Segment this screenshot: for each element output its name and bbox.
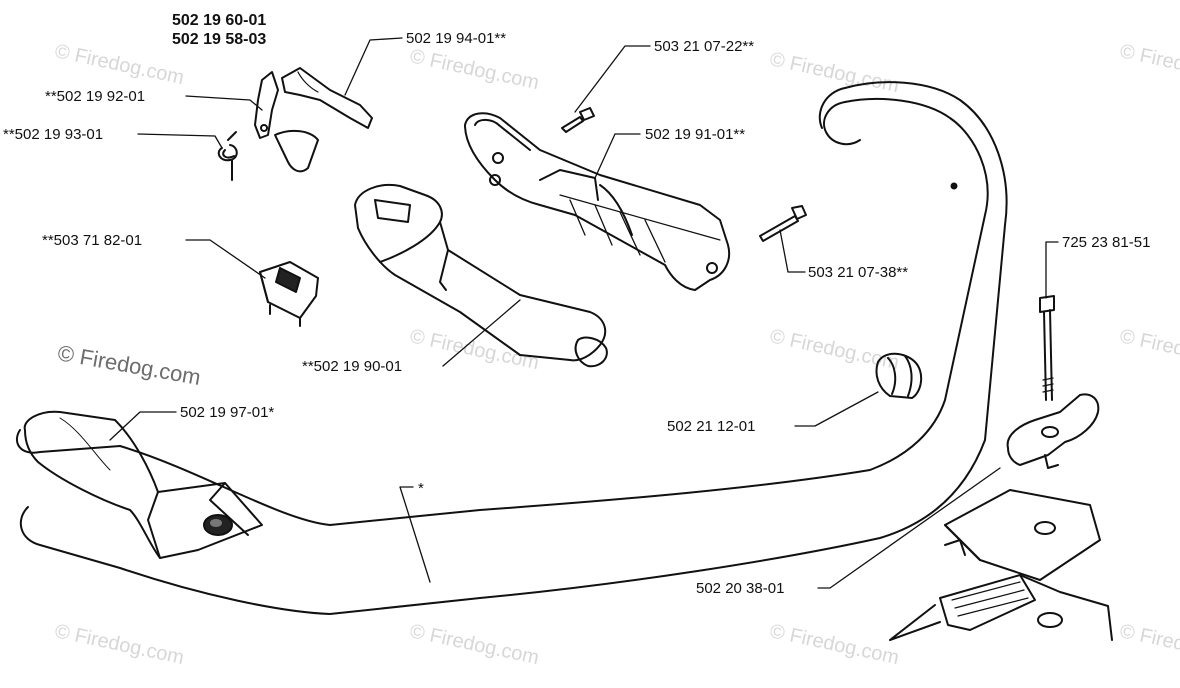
handle-housing-half	[464, 112, 730, 291]
stop-switch	[259, 261, 319, 327]
label-throttle-trigger: **502 19 92-01	[45, 88, 146, 105]
grip-part	[23, 410, 263, 559]
label-tube-clamp: 502 21 12-01	[667, 418, 756, 435]
label-bolt: 725 23 81-51	[1062, 234, 1151, 251]
header-part-number: 502 19 58-03	[172, 31, 267, 48]
screw-short	[561, 107, 595, 133]
label-handle-grip-half: **502 19 90-01	[302, 358, 403, 375]
wing-knob	[1006, 393, 1100, 469]
label-loop-handle: *	[418, 480, 424, 497]
header-part-number: 502 19 60-01	[172, 12, 267, 29]
screw-long	[759, 205, 807, 242]
label-handle-housing-half: 502 19 91-01**	[645, 126, 746, 143]
loop-handle-tube	[15, 81, 1008, 615]
bolt	[1039, 295, 1055, 401]
label-spring: **502 19 93-01	[3, 126, 104, 143]
tube-clamp	[875, 352, 923, 399]
label-grip: 502 19 97-01*	[180, 404, 275, 421]
clamp-bracket	[889, 489, 1113, 641]
handle-grip-half	[354, 184, 608, 368]
label-handle-lever: 502 19 94-01**	[406, 30, 507, 47]
spring	[217, 131, 238, 181]
label-clamp-bracket: 502 20 38-01	[696, 580, 785, 597]
leader-lines	[109, 37, 1059, 589]
label-stop-switch: **503 71 82-01	[42, 232, 143, 249]
label-handle-long-screw: 503 21 07-38**	[808, 264, 909, 281]
throttle-lever-assembly	[254, 67, 373, 173]
label-handle-upper-screw: 503 21 07-22**	[654, 38, 755, 55]
